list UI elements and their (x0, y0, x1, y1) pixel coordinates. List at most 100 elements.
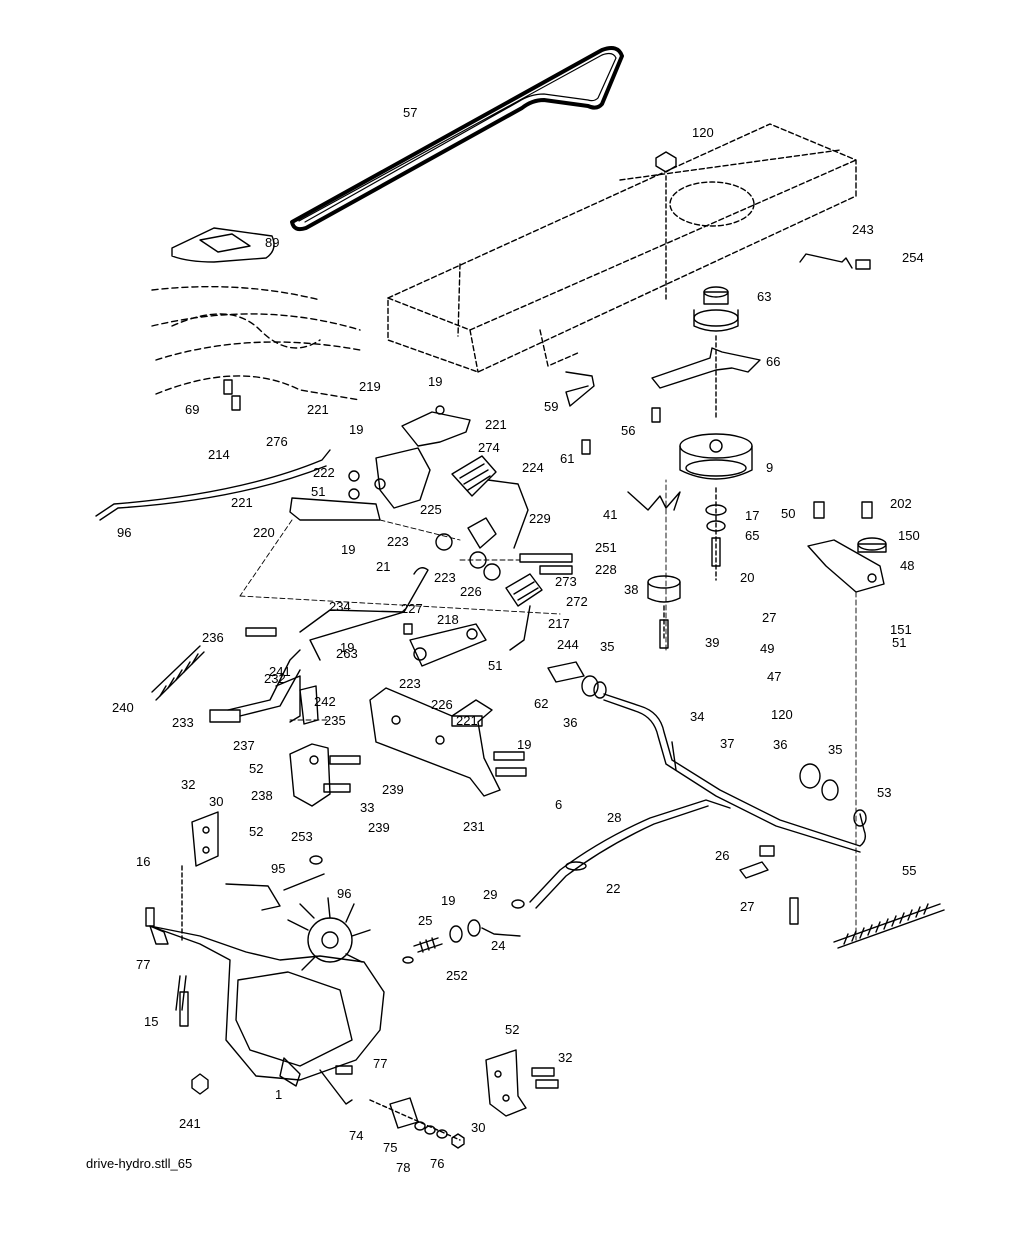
part-label-50: 50 (781, 506, 795, 521)
part-label-274: 274 (478, 440, 500, 455)
part-label-63: 63 (757, 289, 771, 304)
body-outline (151, 285, 361, 401)
part-label-51b: 51 (892, 635, 906, 650)
spring-55 (833, 903, 945, 949)
bolt-15 (179, 991, 189, 1027)
part-label-32b: 32 (558, 1050, 572, 1065)
bolt-6a (493, 751, 525, 761)
bolt-239a (329, 755, 361, 765)
part-label-52a: 52 (249, 761, 263, 776)
part-label-52b: 52 (249, 824, 263, 839)
idler-bracket-48 (807, 539, 885, 593)
part-label-232: 232 (264, 671, 286, 686)
part-label-241b: 241 (179, 1116, 201, 1131)
nut-241 (191, 1073, 209, 1095)
clip-59 (565, 371, 595, 407)
bracket-66 (651, 347, 761, 389)
part-label-78: 78 (396, 1160, 410, 1175)
bracket-231 (369, 687, 501, 797)
part-label-242: 242 (314, 694, 336, 709)
part-label-59: 59 (544, 399, 558, 414)
part-label-9: 9 (766, 460, 773, 475)
part-label-214: 214 (208, 447, 230, 462)
part-label-15: 15 (144, 1014, 158, 1029)
part-label-120a: 120 (692, 125, 714, 140)
part-label-19c: 19 (341, 542, 355, 557)
nut-120-top (655, 151, 677, 301)
bolt-227 (403, 623, 413, 635)
part-label-47: 47 (767, 669, 781, 684)
part-label-77a: 77 (136, 957, 150, 972)
part-label-21: 21 (376, 559, 390, 574)
washers-17-65 (705, 504, 727, 567)
part-label-223a: 223 (387, 534, 409, 549)
part-label-29: 29 (483, 887, 497, 902)
part-label-75: 75 (383, 1140, 397, 1155)
bracket-219 (401, 405, 471, 447)
part-label-19a: 19 (428, 374, 442, 389)
part-label-27a: 27 (762, 610, 776, 625)
bolt-239b (323, 783, 351, 793)
bolt-221 (451, 715, 483, 727)
part-label-25: 25 (418, 913, 432, 928)
part-label-235: 235 (324, 713, 346, 728)
part-label-243: 243 (852, 222, 874, 237)
cable-214 (95, 449, 331, 521)
part-label-62: 62 (534, 696, 548, 711)
part-label-221c: 221 (231, 495, 253, 510)
part-label-35b: 35 (828, 742, 842, 757)
part-label-237: 237 (233, 738, 255, 753)
part-label-19b: 19 (349, 422, 363, 437)
part-label-69: 69 (185, 402, 199, 417)
part-label-231: 231 (463, 819, 485, 834)
bolts-26-27 (739, 845, 799, 925)
pedal-224 (451, 455, 529, 549)
part-label-6: 6 (555, 797, 562, 812)
washers-36-35 (799, 763, 839, 801)
bracket-225 (467, 517, 497, 549)
part-label-36b: 36 (773, 737, 787, 752)
part-label-34: 34 (690, 709, 704, 724)
part-label-218: 218 (437, 612, 459, 627)
axle-hardware (369, 1097, 465, 1149)
part-label-24: 24 (491, 938, 505, 953)
part-label-223c: 223 (399, 676, 421, 691)
rod-243 (799, 253, 871, 270)
part-label-76: 76 (430, 1156, 444, 1171)
part-label-221b: 221 (485, 417, 507, 432)
part-label-222: 222 (313, 465, 335, 480)
part-label-228: 228 (595, 562, 617, 577)
part-label-27b: 27 (740, 899, 754, 914)
lever-21 (299, 567, 429, 661)
part-label-33: 33 (360, 800, 374, 815)
part-label-48: 48 (900, 558, 914, 573)
part-label-244: 244 (557, 637, 579, 652)
part-label-273: 273 (555, 574, 577, 589)
part-label-16: 16 (136, 854, 150, 869)
bracket-238 (289, 743, 331, 807)
part-label-238: 238 (251, 788, 273, 803)
part-label-1: 1 (275, 1087, 282, 1102)
bolts-228-251 (519, 553, 573, 575)
part-label-19f: 19 (441, 893, 455, 908)
shift-cover (171, 227, 275, 263)
key-77a (145, 907, 155, 927)
plate-220 (289, 497, 381, 521)
part-label-57: 57 (403, 105, 417, 120)
part-label-226a: 226 (460, 584, 482, 599)
part-label-254: 254 (902, 250, 924, 265)
part-label-223b: 223 (434, 570, 456, 585)
part-label-272: 272 (566, 594, 588, 609)
part-label-19e: 19 (517, 737, 531, 752)
part-label-41: 41 (603, 507, 617, 522)
part-label-150: 150 (898, 528, 920, 543)
part-label-217: 217 (548, 616, 570, 631)
part-label-39: 39 (705, 635, 719, 650)
part-label-30b: 30 (471, 1120, 485, 1135)
pin-37 (671, 741, 677, 771)
part-label-89: 89 (265, 235, 279, 250)
rod-95 (225, 855, 325, 911)
part-label-226b: 226 (431, 697, 453, 712)
